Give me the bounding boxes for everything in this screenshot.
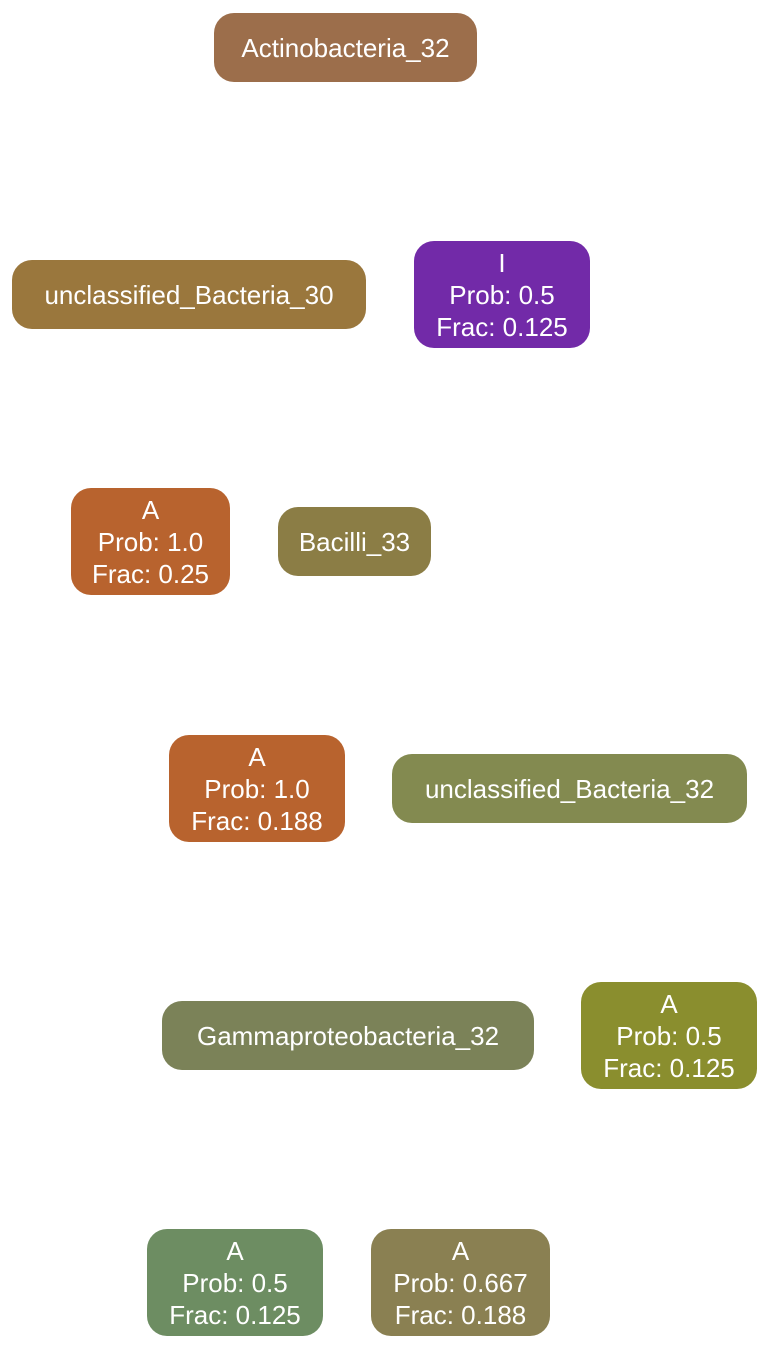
node-label-line-2: Prob: 0.5 xyxy=(449,279,555,310)
node-a-5: A Prob: 0.667 Frac: 0.188 xyxy=(371,1229,550,1336)
node-label-line-1: Actinobacteria_32 xyxy=(241,32,450,63)
node-a-2: A Prob: 1.0 Frac: 0.188 xyxy=(169,735,345,842)
node-label-line-2: Prob: 0.5 xyxy=(182,1267,288,1298)
node-label-line-2: Prob: 1.0 xyxy=(97,526,204,557)
node-label-line-2: Prob: 0.667 xyxy=(393,1267,528,1298)
node-label-line-1: A xyxy=(248,741,266,772)
node-label-line-1: A xyxy=(451,1235,470,1266)
node-label-line-3: Frac: 0.188 xyxy=(394,1299,527,1330)
node-label-line-3: Frac: 0.125 xyxy=(603,1052,735,1083)
node-label-line-2: Prob: 1.0 xyxy=(204,773,310,804)
node-label-line-1: A xyxy=(660,988,678,1019)
node-label-line-3: Frac: 0.125 xyxy=(169,1299,301,1330)
node-label-line-2: Prob: 0.5 xyxy=(616,1020,722,1051)
node-label-line-3: Frac: 0.188 xyxy=(191,805,323,836)
node-label-line-1: Bacilli_33 xyxy=(298,526,411,557)
node-label-line-1: unclassified_Bacteria_32 xyxy=(424,773,715,804)
node-actinobacteria-32: Actinobacteria_32 xyxy=(214,13,477,82)
node-label-line-1: Gammaproteobacteria_32 xyxy=(196,1020,500,1051)
node-label-line-1: I xyxy=(498,247,506,278)
node-a-4: A Prob: 0.5 Frac: 0.125 xyxy=(147,1229,323,1336)
node-label-line-3: Frac: 0.25 xyxy=(91,558,210,589)
node-unclassified-bacteria-30: unclassified_Bacteria_30 xyxy=(12,260,366,329)
node-label-line-1: A xyxy=(226,1235,244,1266)
node-a-1: A Prob: 1.0 Frac: 0.25 xyxy=(71,488,230,595)
node-i: I Prob: 0.5 Frac: 0.125 xyxy=(414,241,590,348)
node-label-line-3: Frac: 0.125 xyxy=(436,311,568,342)
node-unclassified-bacteria-32: unclassified_Bacteria_32 xyxy=(392,754,747,823)
node-gammaproteobacteria-32: Gammaproteobacteria_32 xyxy=(162,1001,534,1070)
node-a-3: A Prob: 0.5 Frac: 0.125 xyxy=(581,982,757,1089)
node-label-line-1: A xyxy=(141,494,160,525)
node-label-line-1: unclassified_Bacteria_30 xyxy=(44,279,334,310)
node-bacilli-33: Bacilli_33 xyxy=(278,507,431,576)
